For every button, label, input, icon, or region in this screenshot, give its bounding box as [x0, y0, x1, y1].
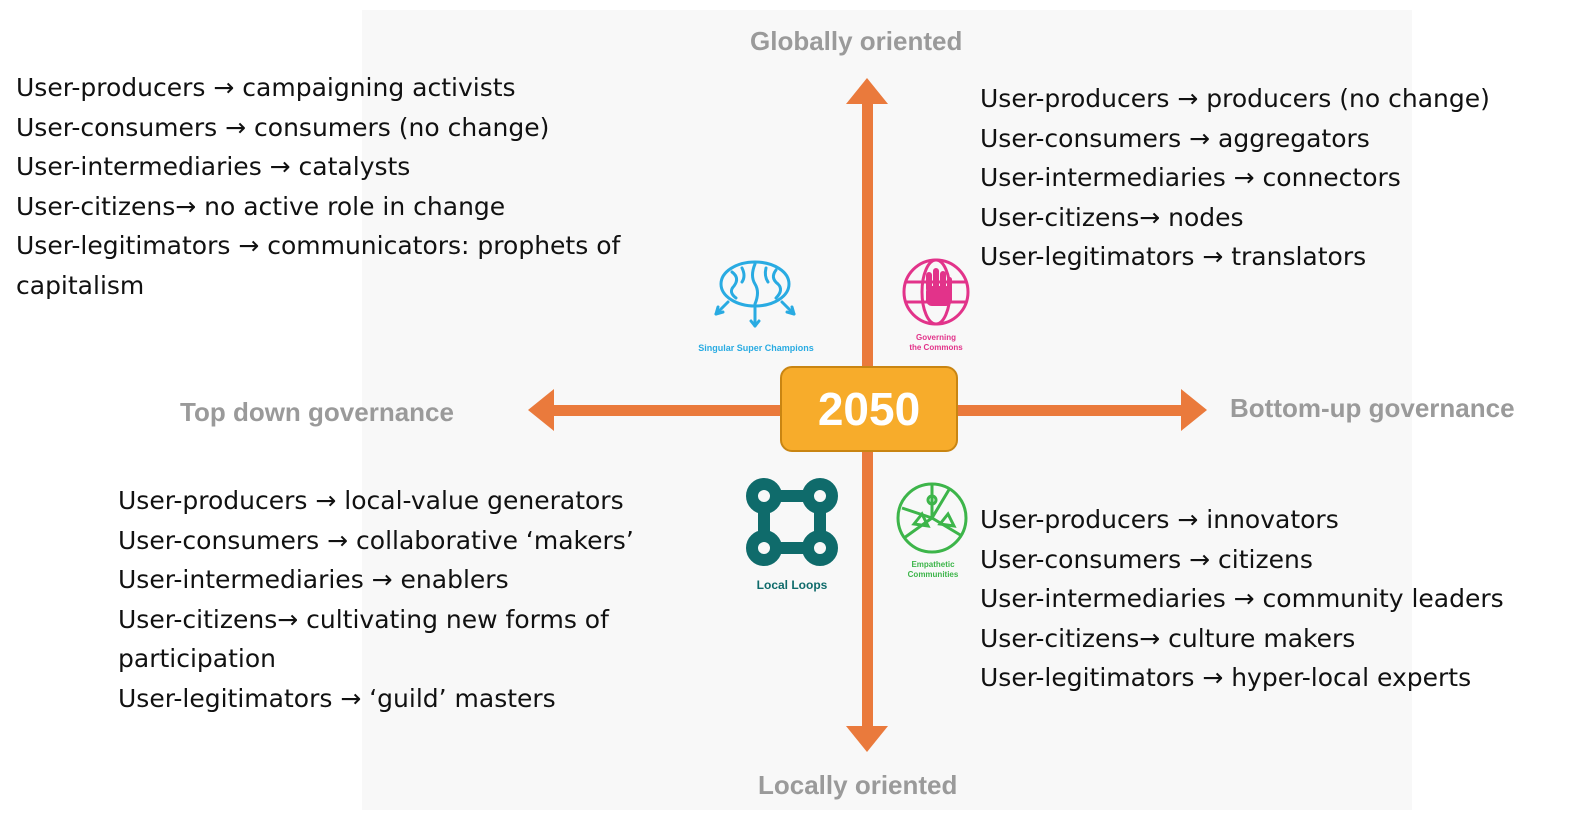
- list-item: User-intermediaries → enablers: [118, 565, 509, 594]
- globe-hand-icon: [900, 256, 972, 328]
- list-item: User-consumers → aggregators: [980, 123, 1370, 153]
- list-item: User-legitimators → ‘guild’ masters: [118, 683, 556, 713]
- list-item: User-intermediaries → community leaders: [980, 584, 1504, 613]
- quadrant-bottom-left: User-producers → local-value generators …: [118, 481, 634, 718]
- quadrant-top-left: User-producers → campaigning activists U…: [16, 68, 620, 305]
- axis-label-top: Globally oriented: [750, 26, 963, 56]
- caption-line: Governing: [915, 333, 956, 342]
- center-year-badge: 2050: [780, 366, 958, 452]
- arrow-right: [1181, 389, 1207, 431]
- list-item: User-producers → campaigning activists: [16, 73, 516, 102]
- quadrant-bottom-right: User-producers → innovators User-consume…: [980, 500, 1504, 698]
- quadrant-top-right: User-producers → producers (no change) U…: [980, 79, 1490, 277]
- loops-icon: [746, 478, 838, 566]
- list-item: User-consumers → consumers (no change): [16, 112, 550, 142]
- axis-label-bottom: Locally oriented: [758, 770, 958, 800]
- list-item: User-consumers → collaborative ‘makers’: [118, 525, 634, 555]
- axis-label-right: Bottom-up governance: [1230, 393, 1515, 423]
- list-item: User-consumers → citizens: [980, 544, 1313, 574]
- arrow-up: [846, 78, 888, 104]
- list-item: User-producers → innovators: [980, 505, 1339, 534]
- list-item: User-citizens→ nodes: [980, 202, 1244, 232]
- empathetic-icon-caption: Empathetic Communities: [880, 560, 986, 580]
- list-item: User-legitimators → communicators: proph…: [16, 231, 621, 260]
- list-item: capitalism: [16, 270, 145, 300]
- list-item: User-legitimators → translators: [980, 242, 1367, 271]
- arrow-down: [846, 726, 888, 752]
- globe-hand-icon-caption: Governing the Commons: [888, 333, 984, 353]
- caption-line: Empathetic: [911, 560, 955, 569]
- caption-line: Communities: [907, 570, 959, 579]
- list-item: User-producers → local-value generators: [118, 486, 624, 515]
- empathetic-icon: [892, 480, 974, 558]
- list-item: User-intermediaries → connectors: [980, 163, 1401, 192]
- list-item: User-legitimators → hyper-local experts: [980, 663, 1472, 692]
- caption-line: the Commons: [909, 343, 963, 352]
- arrow-left: [528, 389, 554, 431]
- list-item: participation: [118, 644, 276, 673]
- list-item: User-citizens→ culture makers: [980, 623, 1356, 653]
- axis-label-left: Top down governance: [180, 397, 454, 427]
- list-item: User-citizens→ no active role in change: [16, 191, 506, 221]
- list-item: User-citizens→ cultivating new forms of: [118, 604, 609, 634]
- brain-icon-caption: Singular Super Champions: [698, 343, 814, 353]
- loops-icon-caption: Local Loops: [756, 578, 828, 592]
- brain-icon: [700, 258, 810, 338]
- list-item: User-producers → producers (no change): [980, 84, 1490, 113]
- list-item: User-intermediaries → catalysts: [16, 152, 411, 181]
